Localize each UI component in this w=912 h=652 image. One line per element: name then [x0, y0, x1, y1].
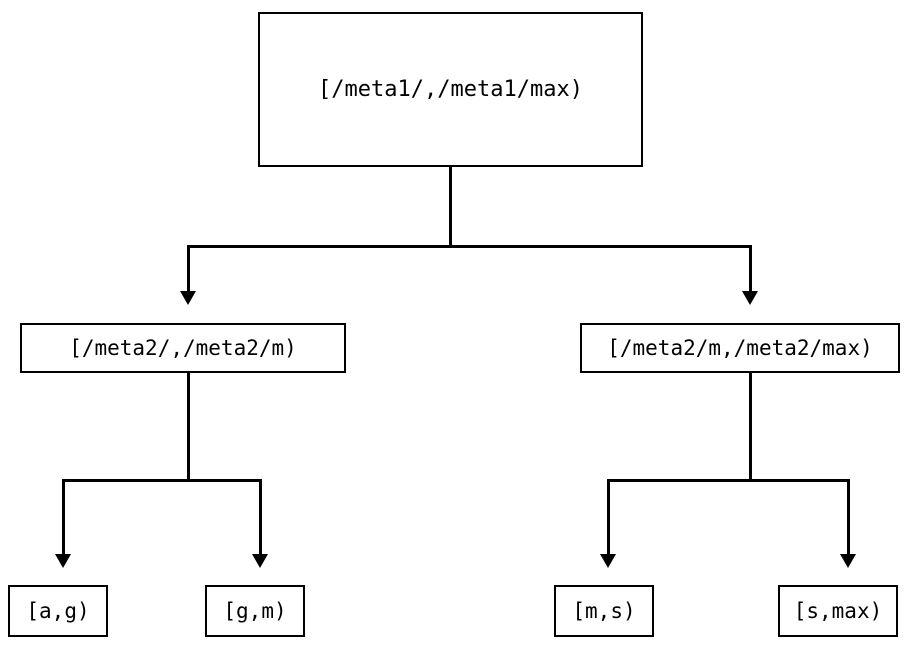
node-leaf-a-g[interactable]: [a,g): [8, 585, 108, 637]
edge-mid-right-to-leaf-m-s-drop: [607, 479, 610, 557]
edge-mid-right-crossbar: [607, 479, 850, 482]
node-leaf-m-s-label: [m,s): [572, 598, 636, 623]
edge-root-to-mid-right-drop: [749, 245, 752, 294]
edge-mid-left-to-leaf-a-g-drop: [62, 479, 65, 557]
node-leaf-s-max-label: [s,max): [793, 598, 883, 623]
node-leaf-s-max[interactable]: [s,max): [778, 585, 898, 637]
edge-mid-left-stem: [187, 373, 190, 481]
edge-root-stem: [449, 167, 452, 248]
node-leaf-g-m[interactable]: [g,m): [205, 585, 305, 637]
node-leaf-g-m-label: [g,m): [223, 598, 287, 623]
node-root[interactable]: [/meta1/,/meta1/max): [258, 12, 643, 167]
node-mid-left-label: [/meta2/,/meta2/m): [69, 335, 297, 360]
arrow-root-to-mid-left-icon: [180, 291, 196, 305]
node-leaf-m-s[interactable]: [m,s): [554, 585, 654, 637]
node-mid-left[interactable]: [/meta2/,/meta2/m): [20, 323, 346, 373]
node-leaf-a-g-label: [a,g): [26, 598, 90, 623]
node-root-label: [/meta1/,/meta1/max): [318, 76, 583, 102]
edge-root-crossbar: [187, 245, 752, 248]
arrow-root-to-mid-right-icon: [742, 291, 758, 305]
edge-mid-left-to-leaf-g-m-drop: [259, 479, 262, 557]
arrow-to-leaf-m-s-icon: [600, 554, 616, 568]
edge-mid-right-stem: [749, 373, 752, 481]
edge-mid-left-crossbar: [62, 479, 262, 482]
node-mid-right[interactable]: [/meta2/m,/meta2/max): [580, 323, 900, 373]
arrow-to-leaf-s-max-icon: [840, 554, 856, 568]
arrow-to-leaf-a-g-icon: [55, 554, 71, 568]
edge-root-to-mid-left-drop: [187, 245, 190, 294]
node-mid-right-label: [/meta2/m,/meta2/max): [607, 335, 873, 360]
edge-mid-right-to-leaf-s-max-drop: [847, 479, 850, 557]
arrow-to-leaf-g-m-icon: [252, 554, 268, 568]
